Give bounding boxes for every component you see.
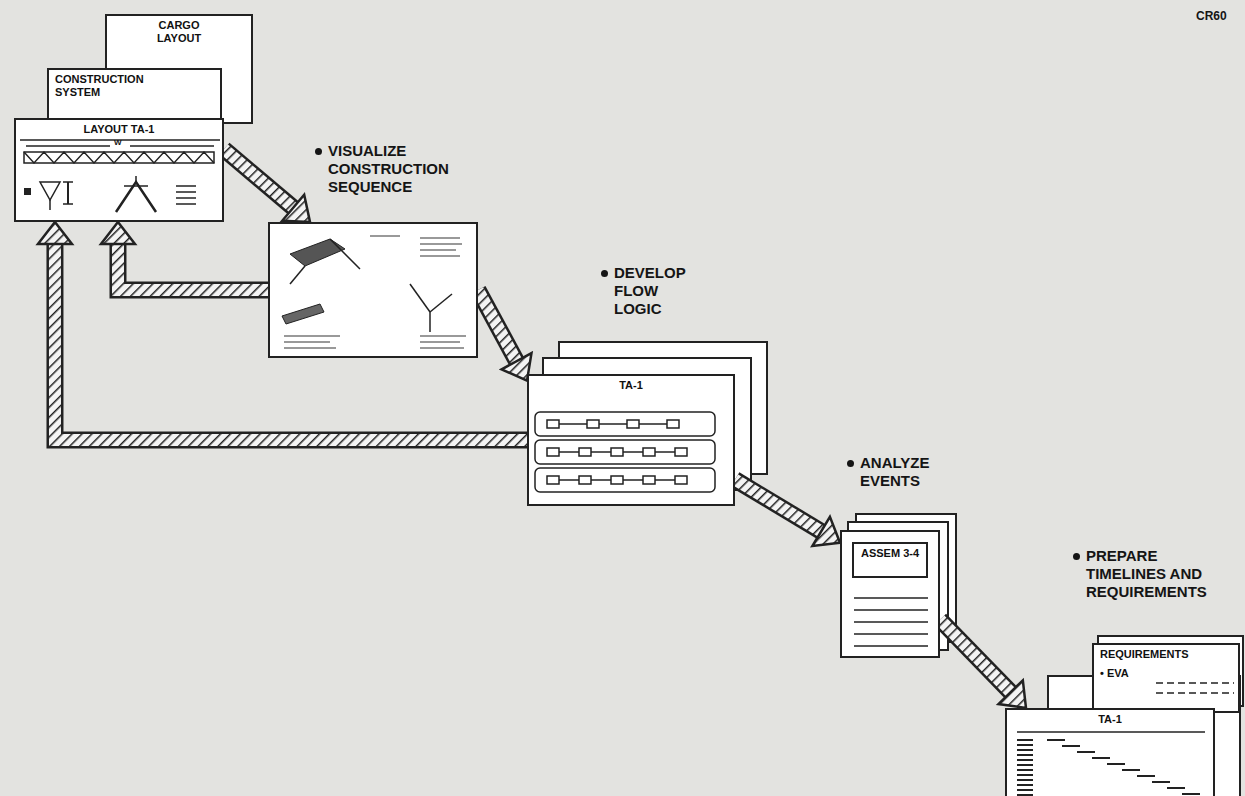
requirements-card: PREPARE TIMELINES AND REQUIREMENTSREQUIR…	[1092, 643, 1240, 713]
arrow-hatching	[224, 149, 293, 208]
event-id-box: ASSEM 3-4	[852, 542, 928, 578]
card-title: TA-1	[1007, 710, 1213, 729]
hatched-arrow	[224, 149, 310, 222]
arrow-head	[282, 195, 310, 222]
arrow-shaft	[224, 149, 293, 208]
flow-card: DEVELOP FLOW LOGICTA-1	[527, 374, 735, 506]
arrow-head	[101, 222, 135, 244]
dimension-label: W	[114, 138, 122, 147]
bullet	[315, 148, 322, 155]
card-title: TA-1	[529, 376, 733, 395]
document-card: LAYOUT TA-1	[14, 118, 224, 222]
arrow-head	[812, 517, 840, 546]
bullet	[847, 460, 854, 467]
sketch	[16, 120, 226, 224]
card-title: CARGO LAYOUT	[139, 16, 219, 48]
hatched-arrow	[940, 620, 1026, 708]
sketch	[270, 224, 480, 360]
event-sheet: ANALYZE EVENTSASSEM 3-4	[840, 530, 940, 658]
card-title: LAYOUT TA-1	[16, 120, 222, 139]
figure-number: CR60	[1196, 10, 1227, 23]
arrow-shaft	[478, 290, 517, 361]
bullet	[1073, 553, 1080, 560]
bullet	[601, 270, 608, 277]
hatched-arrow	[101, 222, 268, 290]
hatched-arrow	[735, 480, 840, 546]
card-title: REQUIREMENTS	[1094, 645, 1238, 664]
arrow-hatching	[118, 244, 268, 290]
hatched-arrow	[478, 290, 531, 381]
arrow-hatching	[940, 620, 1011, 693]
arrow-shaft	[735, 480, 821, 532]
arrow-hatching	[478, 290, 517, 361]
step-heading: DEVELOP FLOW LOGIC	[614, 264, 699, 318]
arrow-shaft	[118, 244, 268, 290]
hatched-arrow	[38, 222, 527, 440]
step-heading: VISUALIZE CONSTRUCTION SEQUENCE	[328, 142, 463, 196]
timeline-card: TA-1	[1005, 708, 1215, 796]
sketch	[529, 376, 737, 508]
arrow-head	[38, 222, 72, 244]
card-title: ASSEM 3-4	[854, 544, 926, 563]
step-heading: ANALYZE EVENTS	[860, 454, 945, 490]
arrow-head	[998, 680, 1026, 708]
card-title: CONSTRUCTION SYSTEM	[49, 70, 159, 102]
sequence-sheet: VISUALIZE CONSTRUCTION SEQUENCE	[268, 222, 478, 358]
arrow-shaft	[940, 620, 1011, 693]
step-heading: PREPARE TIMELINES AND REQUIREMENTS	[1086, 547, 1226, 601]
arrow-hatching	[735, 480, 821, 532]
card-title: • EVA	[1094, 664, 1150, 683]
